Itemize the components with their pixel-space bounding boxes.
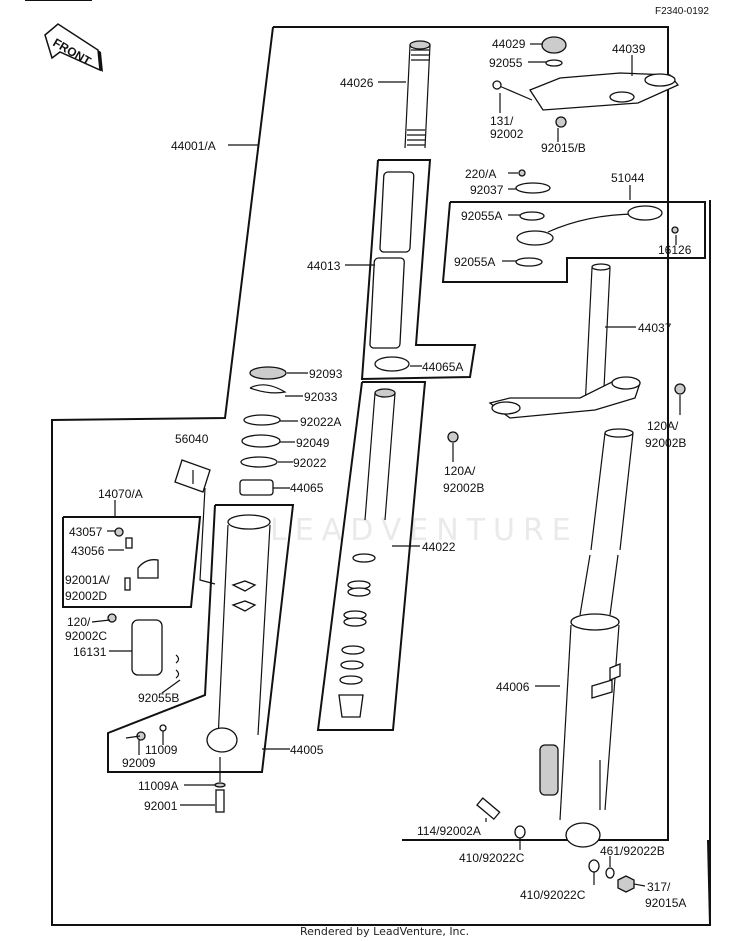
assembly-51044-box (441, 201, 706, 283)
part-51044-fork-brace (515, 205, 679, 267)
callout-44005: 44005 (290, 743, 324, 757)
callout-92037: 92037 (470, 183, 504, 197)
callout-92055a-lower: 92055A (454, 255, 495, 269)
callout-43057: 43057 (69, 525, 103, 539)
callout-131: 131/ (490, 114, 514, 128)
callout-92055: 92055 (489, 56, 523, 70)
callout-11009: 11009 (145, 743, 178, 757)
callout-410-92022c-lower: 410/92022C (520, 888, 586, 902)
document-code: F2340-0192 (655, 6, 709, 17)
callout-51044: 51044 (611, 171, 645, 185)
callout-43056: 43056 (71, 544, 105, 558)
assembly-44013-box (360, 159, 477, 381)
callout-44029: 44029 (492, 37, 526, 51)
footer-credit: Rendered by LeadVenture, Inc. (300, 925, 469, 938)
callout-317: 317/ (647, 880, 671, 894)
callout-92093: 92093 (309, 367, 343, 381)
callout-11009a: 11009A (138, 779, 178, 793)
callout-44065a: 44065A (422, 360, 463, 374)
part-44006-outer-tube-right (539, 428, 634, 848)
part-16131-caliper (107, 613, 180, 679)
part-44005-outer-tube (206, 514, 271, 753)
callout-92049: 92049 (296, 436, 330, 450)
callout-44001a: 44001/A (171, 139, 216, 153)
callout-92022a: 92022A (300, 415, 341, 429)
assembly-44022-box (316, 381, 427, 731)
callout-92002b-right: 92002B (645, 436, 686, 450)
callout-410-92022c-upper: 410/92022C (459, 851, 525, 865)
part-44013-inner-tube (369, 171, 415, 349)
callout-92001: 92001 (144, 799, 178, 813)
callout-44026: 44026 (340, 76, 374, 90)
callout-92015b: 92015/B (541, 141, 586, 155)
callout-92015a: 92015A (645, 896, 686, 910)
callout-120a-center: 120A/ (444, 464, 476, 478)
watermark: LEADVENTURE (270, 513, 579, 548)
assembly-44001a-outline (273, 26, 669, 841)
callout-44013: 44013 (307, 259, 341, 273)
callout-16131: 16131 (73, 645, 107, 659)
callout-120a-right: 120A/ (647, 419, 679, 433)
callout-44006: 44006 (496, 680, 530, 694)
callout-92002b-center: 92002B (443, 481, 484, 495)
part-120a-bolt (447, 431, 459, 443)
callout-461-92022b: 461/92022B (600, 844, 665, 858)
callout-16126: 16126 (658, 243, 692, 257)
leader-56040 (199, 487, 216, 585)
part-44039-upper-bracket (492, 36, 680, 128)
callout-92009: 92009 (122, 756, 156, 770)
callout-44039: 44039 (612, 42, 646, 56)
callout-92055a-upper: 92055A (461, 209, 502, 223)
callout-92001a: 92001A/ (65, 573, 110, 587)
callout-92002d: 92002D (65, 589, 107, 603)
seal-stack (239, 366, 287, 496)
part-14070a-caliper-bracket (114, 527, 159, 591)
callout-92002c: 92002C (65, 629, 107, 643)
callout-14070a: 14070/A (98, 487, 143, 501)
assembly-44005-box (107, 504, 295, 773)
part-44026-fork-spring (404, 40, 431, 149)
callout-220a: 220/A (465, 167, 496, 181)
part-44065a-collar (374, 356, 410, 372)
callout-92033: 92033 (304, 390, 338, 404)
part-44037-steering-stem (488, 263, 686, 419)
callout-44022: 44022 (422, 540, 456, 554)
callout-92055b: 92055B (138, 691, 179, 705)
callout-120: 120/ (67, 615, 91, 629)
part-bottom-hardware (125, 724, 635, 893)
front-direction-arrow-icon: FRONT (44, 23, 103, 72)
part-220a-screw (518, 169, 526, 177)
callout-92002: 92002 (490, 127, 524, 141)
part-44022-damper-rod (338, 388, 396, 718)
part-92037-clamp (515, 182, 551, 194)
callout-56040: 56040 (175, 432, 209, 446)
callout-114-92002a: 114/92002A (417, 824, 481, 838)
assembly-14070a-box (62, 516, 202, 608)
callout-44037: 44037 (638, 321, 672, 335)
callout-92022: 92022 (293, 456, 327, 470)
callout-leaders (91, 43, 681, 887)
callout-44065: 44065 (290, 481, 324, 495)
